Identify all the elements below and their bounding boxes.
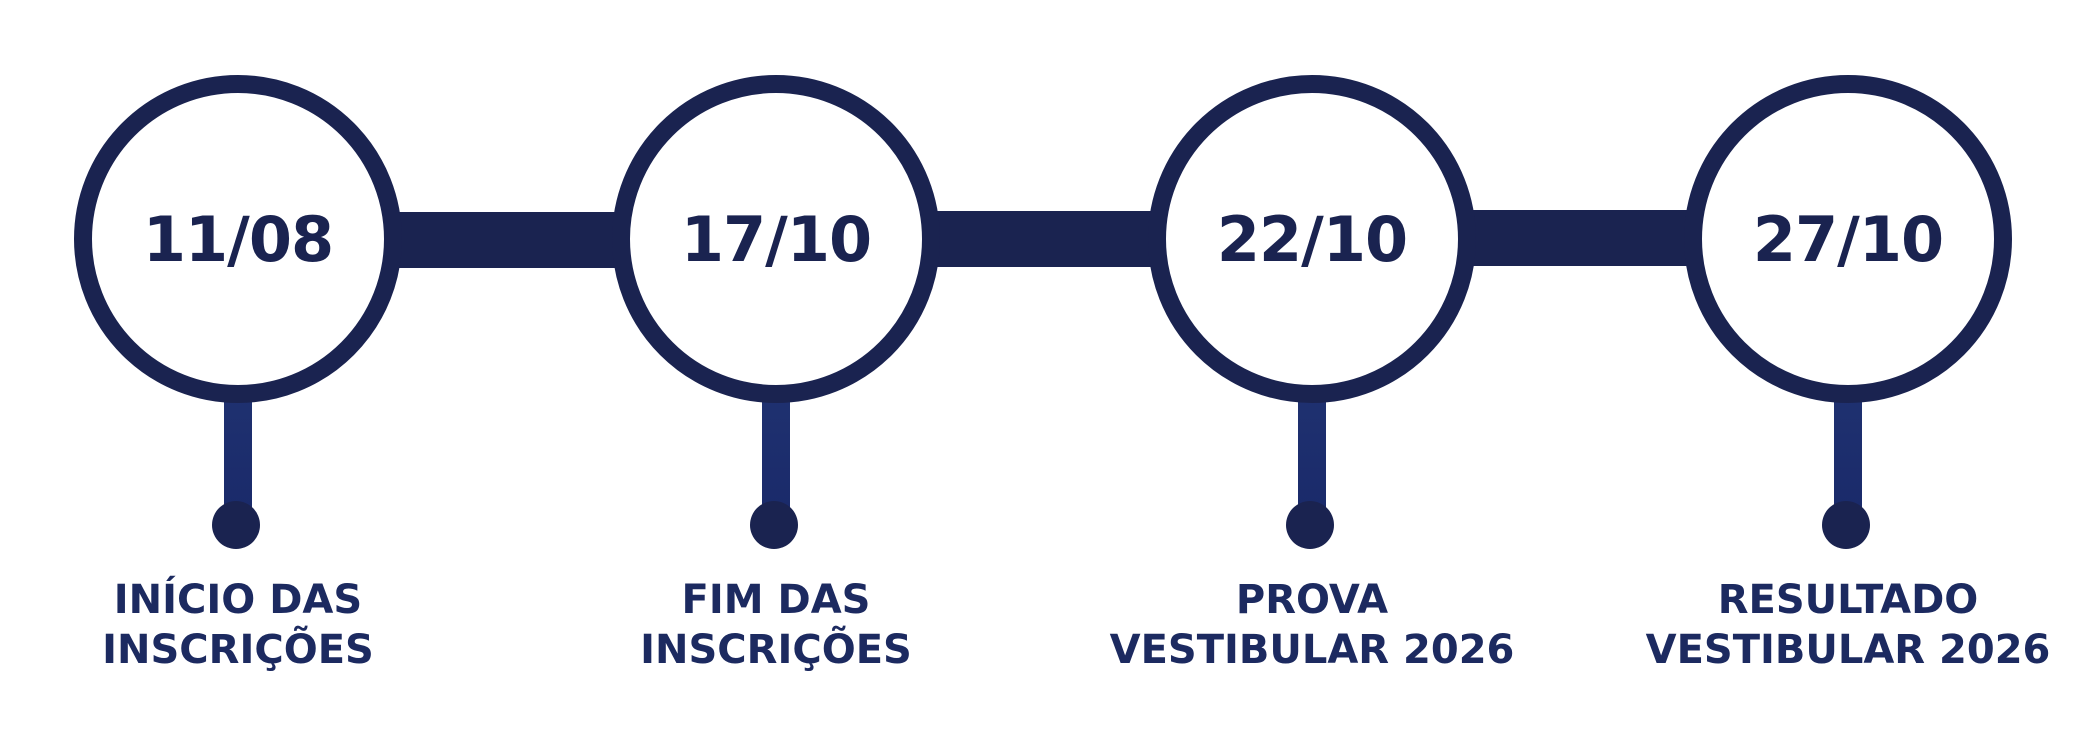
- milestone-dot: [212, 501, 260, 549]
- milestone-fim-inscricoes: 17/10 FIM DAS INSCRIÇÕES: [612, 75, 940, 675]
- milestone-prova-vestibular: 22/10 PROVA VESTIBULAR 2026: [1110, 75, 1514, 675]
- milestone-stem: [1834, 393, 1862, 513]
- milestone-stem: [224, 393, 252, 513]
- milestone-circle: 27/10: [1684, 75, 2012, 403]
- timeline-connector-2: [925, 211, 1170, 267]
- timeline-connector-3: [1462, 210, 1707, 266]
- milestone-label-line1: FIM DAS: [681, 577, 871, 623]
- milestone-circle: 11/08: [74, 75, 402, 403]
- milestone-circle: 22/10: [1148, 75, 1476, 403]
- milestone-stem: [1298, 393, 1326, 513]
- milestone-circle: 17/10: [612, 75, 940, 403]
- milestone-label: INÍCIO DAS INSCRIÇÕES: [0, 575, 508, 675]
- milestone-date: 11/08: [142, 202, 334, 276]
- milestone-label-line2: INSCRIÇÕES: [102, 627, 374, 673]
- milestone-label-line2: VESTIBULAR 2026: [1109, 627, 1515, 673]
- milestone-label: RESULTADO VESTIBULAR 2026: [1578, 575, 2080, 675]
- milestone-date: 27/10: [1752, 202, 1944, 276]
- milestone-dot: [1286, 501, 1334, 549]
- milestone-dot: [750, 501, 798, 549]
- milestone-label: FIM DAS INSCRIÇÕES: [506, 575, 1046, 675]
- milestone-date: 22/10: [1216, 202, 1408, 276]
- milestone-label-line1: PROVA: [1235, 577, 1389, 623]
- milestone-label-line1: RESULTADO: [1717, 577, 1979, 623]
- milestone-label-line1: INÍCIO DAS: [113, 577, 363, 623]
- milestone-label-line2: VESTIBULAR 2026: [1645, 627, 2051, 673]
- timeline-connector-1: [390, 212, 630, 268]
- milestone-label-line2: INSCRIÇÕES: [640, 627, 912, 673]
- milestone-inicio-inscricoes: 11/08 INÍCIO DAS INSCRIÇÕES: [74, 75, 402, 675]
- milestone-resultado-vestibular: 27/10 RESULTADO VESTIBULAR 2026: [1646, 75, 2050, 675]
- milestone-date: 17/10: [680, 202, 872, 276]
- milestone-stem: [762, 393, 790, 513]
- milestone-dot: [1822, 501, 1870, 549]
- milestone-label: PROVA VESTIBULAR 2026: [1042, 575, 1582, 675]
